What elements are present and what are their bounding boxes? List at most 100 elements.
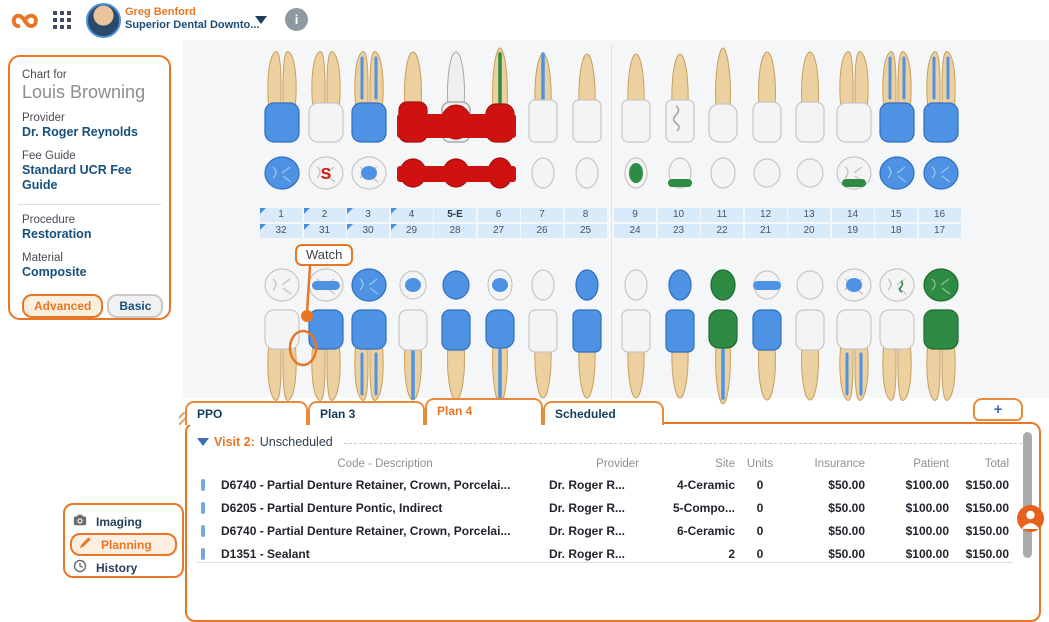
tooth-number-13[interactable]: 13 [788,208,830,222]
sidebar-item-history[interactable]: History [73,557,174,578]
tooth-number-31[interactable]: 31 [303,224,346,238]
tooth-number-6[interactable]: 6 [477,208,520,222]
tooth-31-facial[interactable] [304,306,348,406]
tab-plan-4[interactable]: Plan 4 [425,398,543,425]
tooth-31-occlusal[interactable] [304,264,348,306]
add-plan-tab-button[interactable]: + [973,398,1023,421]
tooth-number-32[interactable]: 32 [260,224,302,238]
tooth-9-occlusal[interactable] [614,152,658,194]
material-value[interactable]: Composite [22,264,87,279]
procedure-row[interactable]: D6740 - Partial Denture Retainer, Crown,… [187,519,1039,542]
watch-callout[interactable]: Watch [295,244,354,266]
tooth-21-facial[interactable] [745,306,789,406]
tooth-7-facial[interactable] [521,46,565,146]
tooth-number-25[interactable]: 25 [564,224,607,238]
tooth-32-facial[interactable] [260,306,304,406]
tooth-number-20[interactable]: 20 [788,224,830,238]
tooth-number-11[interactable]: 11 [701,208,743,222]
tooth-15-facial[interactable] [875,46,919,146]
tooth-14-facial[interactable] [832,46,876,146]
tooth-28-occlusal[interactable] [434,264,478,306]
row-drag-handle[interactable] [201,547,205,560]
tab-scheduled[interactable]: Scheduled [543,401,664,425]
tooth-number-18[interactable]: 18 [875,224,917,238]
user-menu-chevron-down-icon[interactable] [255,16,267,24]
tooth-22-occlusal[interactable] [701,264,745,306]
tooth-14-occlusal[interactable] [832,152,876,194]
tooth-30-occlusal[interactable] [347,264,391,306]
tooth-7-occlusal[interactable] [521,152,565,194]
tab-ppo[interactable]: PPO [185,401,308,425]
tooth-13-occlusal[interactable] [788,152,832,194]
procedure-value[interactable]: Restoration [22,226,92,241]
tooth-20-occlusal[interactable] [788,264,832,306]
tooth-number-10[interactable]: 10 [657,208,700,222]
tooth-16-occlusal[interactable] [919,152,963,194]
assistant-person-icon[interactable] [1016,504,1045,533]
tooth-number-24[interactable]: 24 [614,224,656,238]
tooth-26-occlusal[interactable] [521,264,565,306]
tooth-number-19[interactable]: 19 [831,224,874,238]
tooth-30-facial[interactable] [347,306,391,406]
tooth-number-5-E[interactable]: 5-E [434,208,476,222]
tooth-24-facial[interactable] [614,306,658,406]
tooth-number-22[interactable]: 22 [701,224,743,238]
tooth-number-30[interactable]: 30 [347,224,389,238]
tooth-19-occlusal[interactable] [832,264,876,306]
tooth-24-occlusal[interactable] [614,264,658,306]
tooth-1-occlusal[interactable] [260,152,304,194]
curve-logo-icon[interactable] [8,7,46,33]
row-drag-handle[interactable] [201,501,205,514]
tooth-2-facial[interactable] [304,46,348,146]
procedure-row[interactable]: D6740 - Partial Denture Retainer, Crown,… [187,473,1039,496]
tooth-number-16[interactable]: 16 [918,208,961,222]
tooth-number-28[interactable]: 28 [434,224,476,238]
visit-collapse-icon[interactable] [197,438,209,452]
tooth-number-2[interactable]: 2 [303,208,346,222]
tooth-25-occlusal[interactable] [565,264,609,306]
tooth-22-facial[interactable] [701,306,745,406]
tooth-29-occlusal[interactable] [391,264,435,306]
tooth-2-occlusal[interactable]: S [304,152,348,194]
tooth-12-facial[interactable] [745,46,789,146]
tooth-16-facial[interactable] [919,46,963,146]
tooth-11-occlusal[interactable] [701,152,745,194]
tooth-18-facial[interactable] [875,306,919,406]
tooth-18-occlusal[interactable] [875,264,919,306]
tooth-number-23[interactable]: 23 [657,224,700,238]
sidebar-item-planning[interactable]: Planning [70,533,177,556]
tooth-19-facial[interactable] [832,306,876,406]
app-grid-icon[interactable] [53,11,71,29]
tooth-23-occlusal[interactable] [658,264,702,306]
info-icon[interactable]: i [285,8,308,31]
tooth-21-occlusal[interactable] [745,264,789,306]
tooth-number-7[interactable]: 7 [521,208,563,222]
tooth-26-facial[interactable] [521,306,565,406]
vertical-scrollbar[interactable] [1023,432,1032,558]
tooth-number-12[interactable]: 12 [744,208,787,222]
tooth-number-21[interactable]: 21 [744,224,787,238]
tooth-number-4[interactable]: 4 [390,208,433,222]
procedure-row[interactable]: D6205 - Partial Denture Pontic, Indirect… [187,496,1039,519]
tooth-17-facial[interactable] [919,306,963,406]
fee-guide-value[interactable]: Standard UCR Fee Guide [22,162,132,193]
tooth-number-26[interactable]: 26 [521,224,563,238]
tooth-1-facial[interactable] [260,46,304,146]
tooth-29-facial[interactable] [391,306,435,406]
tooth-28-facial[interactable] [434,306,478,406]
tooth-20-facial[interactable] [788,306,832,406]
tooth-15-occlusal[interactable] [875,152,919,194]
tooth-9-facial[interactable] [614,46,658,146]
basic-button[interactable]: Basic [107,294,164,319]
tooth-number-14[interactable]: 14 [831,208,874,222]
tooth-11-facial[interactable] [701,46,745,146]
tooth-12-occlusal[interactable] [745,152,789,194]
tooth-number-1[interactable]: 1 [260,208,302,222]
tooth-10-occlusal[interactable] [658,152,702,194]
tooth-number-15[interactable]: 15 [875,208,917,222]
row-drag-handle[interactable] [201,524,205,537]
tooth-13-facial[interactable] [788,46,832,146]
tooth-number-9[interactable]: 9 [614,208,656,222]
tooth-3-facial[interactable] [347,46,391,146]
